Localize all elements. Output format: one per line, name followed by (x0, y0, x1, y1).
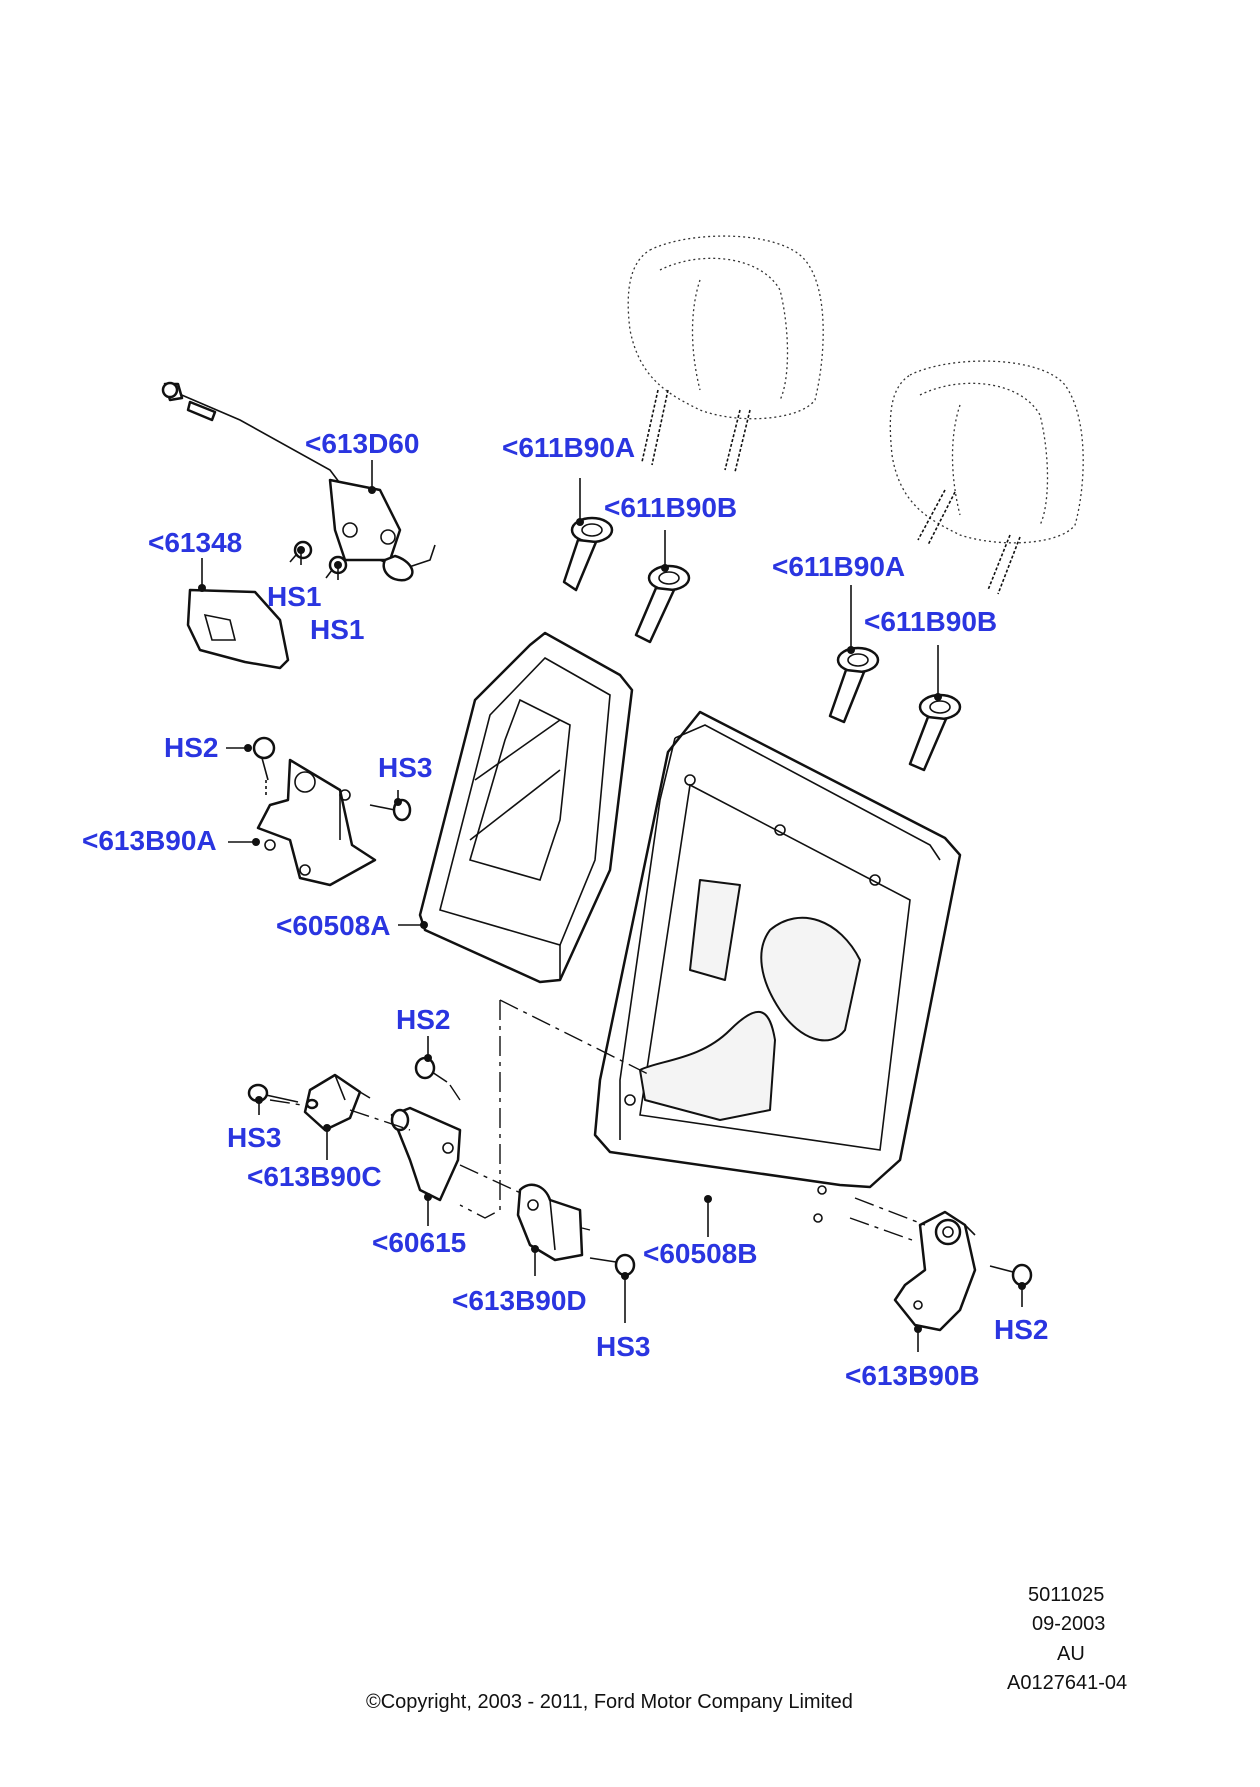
hinge-613b90b (893, 1210, 977, 1332)
screw-hs2-c (989, 1263, 1033, 1287)
latch-assembly (161, 381, 436, 582)
leader-lines (198, 460, 1026, 1352)
headrest-guide-611b90a-1 (562, 516, 614, 592)
screw-hs3-a (369, 798, 412, 822)
callout-hs1-a[interactable]: HS1 (267, 581, 322, 612)
callout-hs3-b[interactable]: HS3 (227, 1122, 282, 1153)
callout-611b90a-2[interactable]: <611B90A (772, 551, 906, 582)
seatback-frame-60508a (418, 631, 634, 984)
callout-613b90c[interactable]: <613B90C (247, 1161, 382, 1192)
headrest-guide-611b90a-2 (828, 646, 880, 724)
diagram-code: 5011025 (1028, 1584, 1105, 1606)
callout-613d60[interactable]: <613D60 (305, 428, 420, 459)
callout-hs2-a[interactable]: HS2 (164, 732, 219, 763)
copyright-notice: ©Copyright, 2003 - 2011, Ford Motor Comp… (366, 1691, 853, 1713)
seatback-frame-60508b (593, 710, 962, 1223)
callout-hs2-c[interactable]: HS2 (994, 1314, 1049, 1345)
headrest-guide-611b90b-2 (908, 693, 962, 772)
pivot-bracket-60615 (390, 1106, 462, 1202)
callout-hs3-c[interactable]: HS3 (596, 1331, 651, 1362)
callout-611b90a-1[interactable]: <611B90A (502, 432, 636, 463)
callout-hs1-b[interactable]: HS1 (310, 614, 365, 645)
callout-613b90b[interactable]: <613B90B (845, 1360, 980, 1391)
screw-hs3-c (589, 1253, 636, 1277)
callout-60615[interactable]: <60615 (372, 1227, 467, 1258)
callout-611b90b-1[interactable]: <611B90B (604, 492, 738, 523)
callout-613b90a[interactable]: <613B90A (82, 825, 217, 856)
callout-611b90b-2[interactable]: <611B90B (864, 606, 998, 637)
assembly-lines (269, 999, 926, 1241)
diagram-reference: A0127641-04 (1007, 1672, 1128, 1694)
hinge-613b90c (303, 1073, 371, 1132)
diagram-date: 09-2003 (1032, 1613, 1106, 1635)
screw-hs2-a (252, 736, 276, 795)
headrest-right (889, 360, 1084, 595)
screw-hs3-b (247, 1083, 299, 1103)
headrest-left (627, 235, 824, 473)
screw-hs2-b (414, 1056, 448, 1083)
release-handle (186, 588, 290, 670)
callout-61348[interactable]: <61348 (148, 527, 243, 558)
callout-613b90d[interactable]: <613B90D (452, 1285, 587, 1316)
callout-60508b[interactable]: <60508B (643, 1238, 758, 1269)
callout-hs3-a[interactable]: HS3 (378, 752, 433, 783)
diagram-region: AU (1057, 1643, 1085, 1665)
hinge-613b90d (516, 1183, 584, 1262)
headrest-guide-611b90b-1 (634, 564, 691, 644)
callout-hs2-b[interactable]: HS2 (396, 1004, 451, 1035)
bracket-613b90a (256, 758, 377, 887)
callout-60508a[interactable]: <60508A (276, 910, 391, 941)
